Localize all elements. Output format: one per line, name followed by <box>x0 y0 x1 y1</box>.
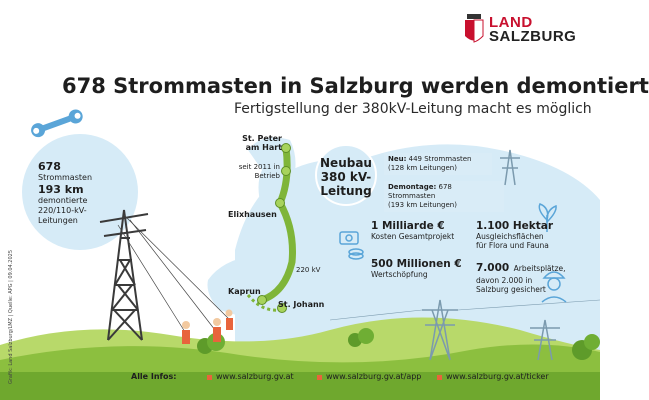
line-b: demontierte <box>38 196 88 205</box>
money-icon <box>339 231 364 260</box>
place-st-johann: St. Johann <box>278 300 325 309</box>
fact-cost: 1 Milliarde € Kosten Gesamtprojekt <box>371 220 454 241</box>
background-illustration <box>0 14 601 400</box>
fact-jobs-label: davon 2.000 in Salzburg gesichert <box>476 276 546 294</box>
node-since <box>281 166 291 176</box>
salzburg-coat-of-arms-icon <box>465 14 484 43</box>
fact-area-label: Ausgleichsflächen für Flora und Fauna <box>476 232 549 250</box>
fact-jobs-inline: Arbeitsplätze, <box>513 264 566 273</box>
logo-line-2: SALZBURG <box>489 28 577 45</box>
mast-label: Strommasten <box>38 173 93 182</box>
infographic: LAND SALZBURG 678 Strommasten in Salzbur… <box>0 14 649 400</box>
new-masts-box: Neu: 449 Strommasten (128 km Leitungen) <box>384 153 492 175</box>
footer-link-1[interactable]: www.salzburg.gv.at <box>216 372 294 381</box>
fact-area: 1.100 Hektar Ausgleichsflächen für Flora… <box>476 220 553 250</box>
dem-box-text: 678 Strommasten <box>388 183 452 200</box>
place-elixhausen: Elixhausen <box>228 210 277 219</box>
neubau-line-3: Leitung <box>320 184 372 198</box>
new-box-sub: (128 km Leitungen) <box>388 164 457 172</box>
dem-box-sub: (193 km Leitungen) <box>388 201 457 209</box>
logo: LAND SALZBURG <box>489 14 577 45</box>
fact-value-add: 500 Millionen € Wertschöpfung <box>371 258 462 279</box>
node-elixhausen <box>275 198 285 208</box>
footer-link-2[interactable]: www.salzburg.gv.at/app <box>326 372 422 381</box>
footer-label: Alle Infos: <box>131 372 177 381</box>
worker-helmet-icon <box>541 271 567 303</box>
salzburg-map-outline <box>207 137 361 330</box>
footer-ground <box>0 372 600 400</box>
left-circle-text: 678 Strommasten 193 km demontierte 220/1… <box>38 160 118 226</box>
power-tower-icon <box>422 149 560 361</box>
worker-icon <box>182 309 233 344</box>
line-d: Leitungen <box>38 216 78 225</box>
plant-icon <box>538 203 557 232</box>
demolished-tower-icon <box>99 209 149 341</box>
neubau-circle <box>315 144 377 206</box>
route-220kv <box>246 294 281 312</box>
fact-cost-value: 1 Milliarde € <box>371 220 445 232</box>
wrench-icon <box>31 109 83 138</box>
mast-count: 678 <box>38 160 61 173</box>
neubau-line-1: Neubau <box>320 156 372 170</box>
since-label: seit 2011 in Betrieb <box>238 163 280 180</box>
credit-line: Grafik: Land Salzburg/LMZ | Quelle: APG … <box>8 249 14 384</box>
dem-box-label: Demontage: <box>388 183 437 191</box>
neubau-line-2: 380 kV- <box>320 170 372 184</box>
place-st-peter: St. Peter am Hart <box>242 134 282 152</box>
new-box-text: 449 Strommasten <box>408 155 472 163</box>
route-380kv <box>258 144 296 304</box>
page-subtitle: Fertigstellung der 380kV-Leitung macht e… <box>234 101 592 117</box>
node-st-johann <box>277 303 287 313</box>
logo-line-1: LAND <box>489 14 533 31</box>
line-c: 220/110-kV- <box>38 206 87 215</box>
neubau-label: Neubau 380 kV- Leitung <box>318 156 374 198</box>
node-st-peter <box>281 143 291 153</box>
fact-jobs: 7.000 Arbeitsplätze, davon 2.000 in Salz… <box>476 258 566 294</box>
place-kaprun: Kaprun <box>228 287 261 296</box>
fact-jobs-value: 7.000 <box>476 262 510 274</box>
km-value: 193 km <box>38 183 84 196</box>
fact-value-add-label: Wertschöpfung <box>371 270 428 279</box>
demontage-box: Demontage: 678 Strommasten (193 km Leitu… <box>384 181 504 212</box>
page-title: 678 Strommasten in Salzburg werden demon… <box>62 74 649 98</box>
kv-label: 220 kV <box>296 266 321 274</box>
node-kaprun <box>257 295 267 305</box>
footer-link-3[interactable]: www.salzburg.gv.at/ticker <box>446 372 549 381</box>
fact-cost-label: Kosten Gesamtprojekt <box>371 232 455 241</box>
new-box-label: Neu: <box>388 155 407 163</box>
fact-value-add-value: 500 Millionen € <box>371 258 462 270</box>
fact-area-value: 1.100 Hektar <box>476 220 554 232</box>
